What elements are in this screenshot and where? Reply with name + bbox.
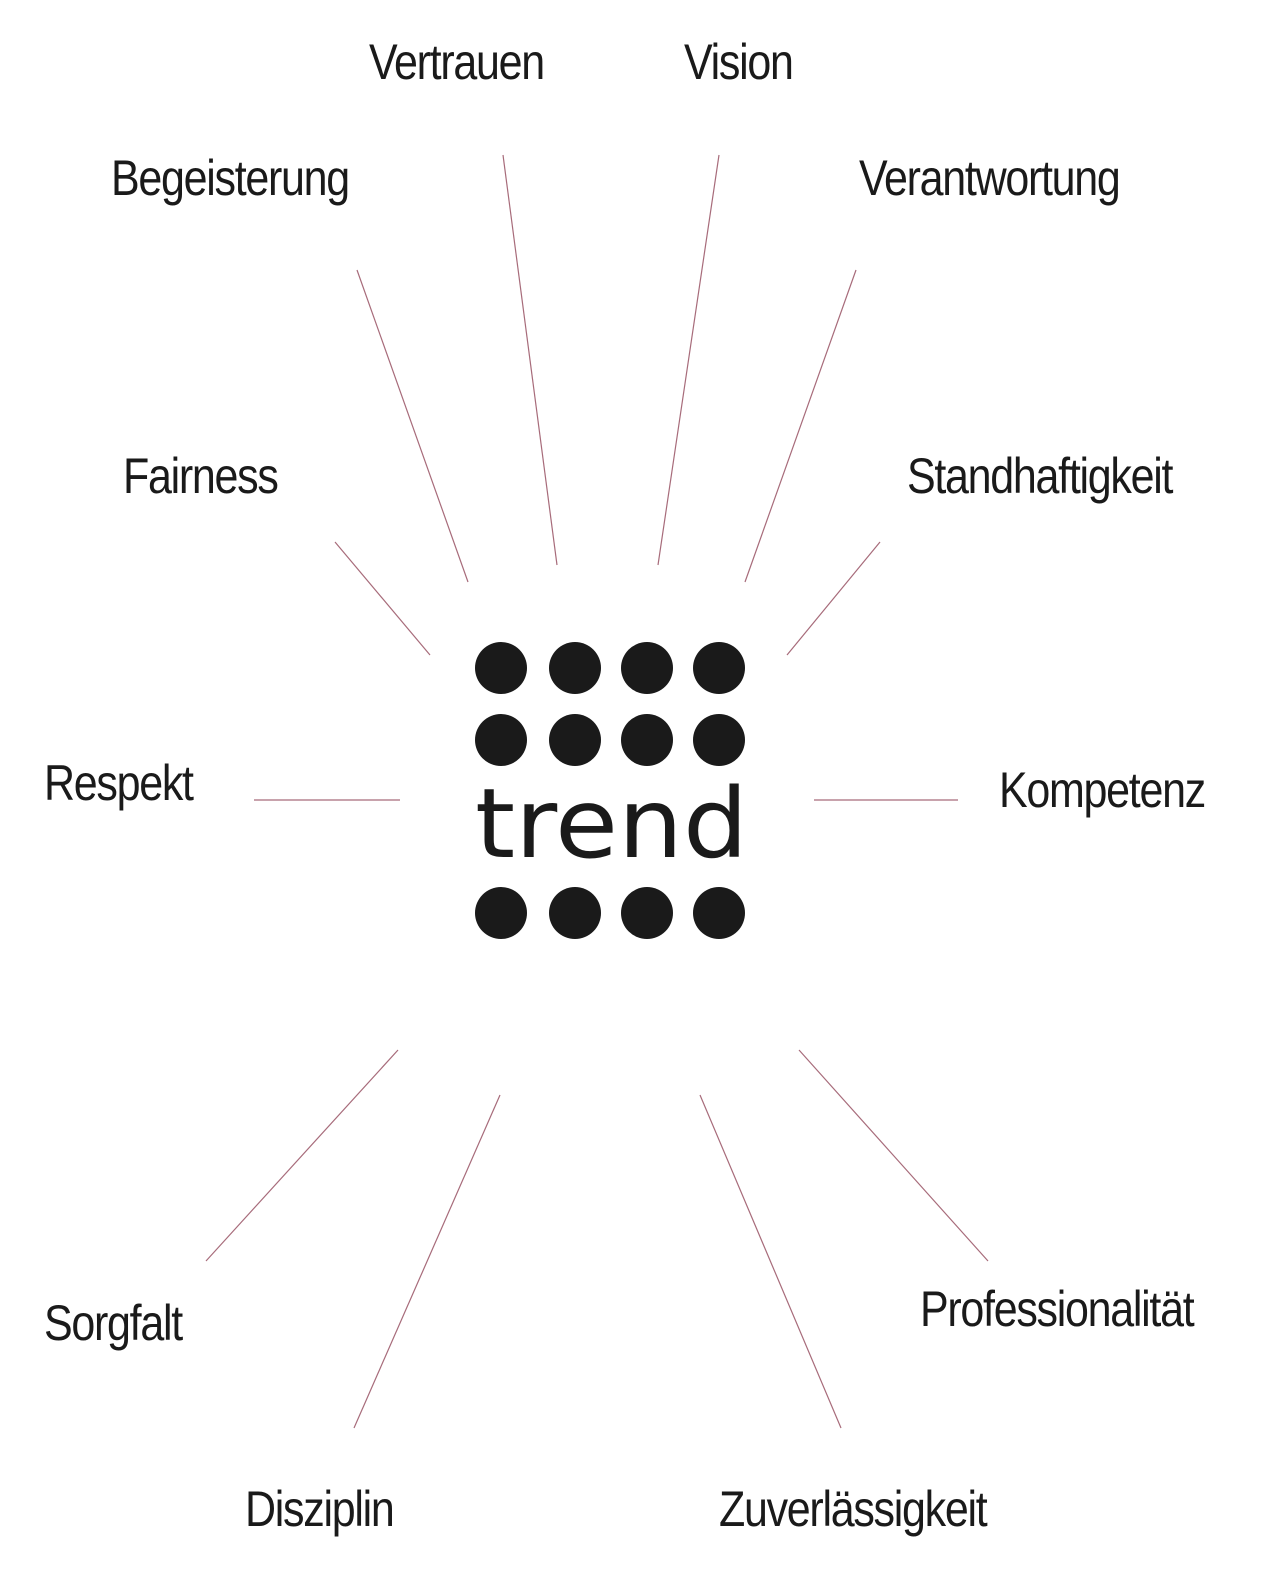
value-label-vertrauen: Vertrauen: [369, 34, 545, 90]
logo-dot: [549, 642, 601, 694]
logo-dot: [475, 642, 527, 694]
value-label-kompetenz: Kompetenz: [999, 762, 1206, 818]
ray-vision: [657, 154, 720, 566]
value-label-professionalitaet: Professionalität: [920, 1281, 1195, 1337]
logo-dot: [475, 714, 527, 766]
logo-dots-top: [475, 642, 745, 766]
ray-verantwortung: [744, 269, 857, 583]
logo-dot: [693, 887, 745, 939]
logo-dot: [693, 642, 745, 694]
ray-begeisterung: [356, 269, 469, 583]
value-label-standhaftigkeit: Standhaftigkeit: [907, 448, 1173, 504]
ray-sorgfalt: [205, 1049, 399, 1262]
logo-dot: [693, 714, 745, 766]
value-label-begeisterung: Begeisterung: [111, 150, 350, 206]
value-label-verantwortung: Verantwortung: [859, 150, 1121, 206]
ray-vertrauen: [502, 154, 558, 566]
ray-fairness: [334, 541, 431, 656]
ray-disziplin: [353, 1094, 501, 1429]
ray-professionalitaet: [798, 1049, 989, 1262]
logo-dot: [621, 714, 673, 766]
logo-dot: [549, 887, 601, 939]
logo-dot: [621, 642, 673, 694]
logo-dots-bottom: [475, 887, 745, 939]
logo-dot: [475, 887, 527, 939]
value-label-zuverlaessigkeit: Zuverlässigkeit: [719, 1481, 988, 1537]
value-label-sorgfalt: Sorgfalt: [44, 1295, 183, 1351]
value-label-respekt: Respekt: [44, 755, 194, 811]
value-label-disziplin: Disziplin: [245, 1481, 395, 1537]
ray-zuverlaessigkeit: [699, 1094, 842, 1429]
value-label-fairness: Fairness: [123, 448, 279, 504]
logo-wordmark: trend: [475, 768, 748, 880]
ray-standhaftigkeit: [786, 541, 881, 656]
logo-dot: [621, 887, 673, 939]
value-label-vision: Vision: [684, 34, 794, 90]
logo-dot: [549, 714, 601, 766]
